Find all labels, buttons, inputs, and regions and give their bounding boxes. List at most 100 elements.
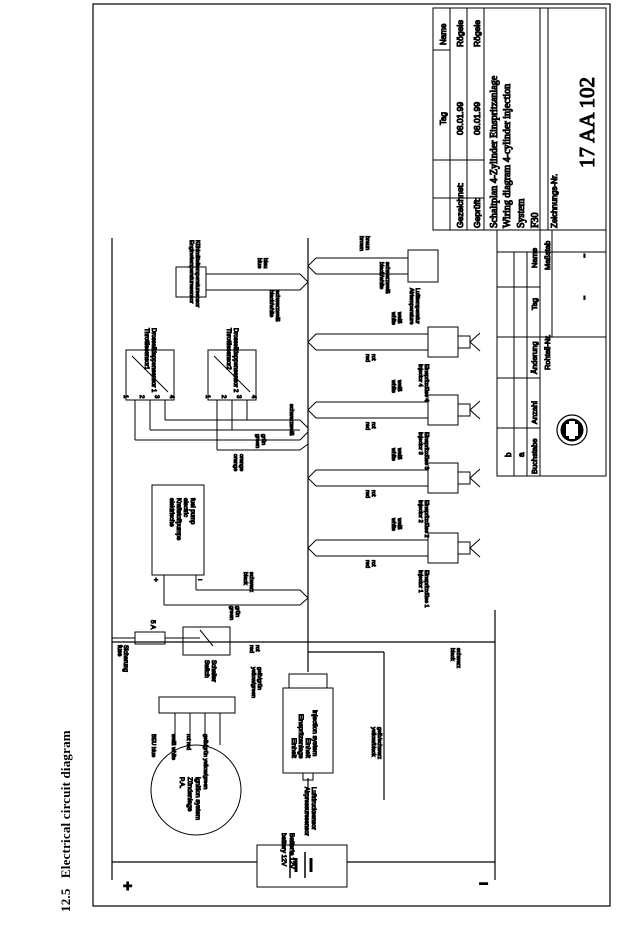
injector-2-wire-red-en: red	[364, 490, 370, 498]
pump-label-2: Kraftstoffpumpe	[175, 498, 181, 541]
injector-3-body	[427, 394, 459, 426]
injector-2-wire-red-de: rot	[370, 490, 376, 497]
ts2-label-de: Drosselklappensensor 2	[232, 328, 238, 393]
terminal-minus: −	[479, 876, 488, 893]
air-wire-bw-de: schwarzweiß	[384, 262, 390, 294]
injector-2-fork-b	[307, 477, 317, 487]
injector-1-wire-red-en: red	[364, 560, 370, 568]
injector-2-spray-a	[469, 468, 481, 479]
tb-col-name: Name	[439, 23, 448, 45]
pump-label-3: electric	[182, 498, 188, 517]
ecu-caption-de: Luftdrucksensor	[310, 787, 316, 830]
injector-1-wire-white-de: weiß	[396, 517, 402, 530]
tb-checked-name: Rögele	[472, 20, 482, 47]
rev-col-name: Name	[530, 248, 539, 268]
injector-3-wire-white-en: white	[390, 379, 396, 393]
pump-wire-black-de: schwarz	[248, 572, 254, 592]
injector-4-label-de: Einspritzdüse 4	[423, 364, 429, 402]
pump-wire-black-en: black	[242, 572, 248, 585]
injector-2-wire-white-de: weiß	[396, 447, 402, 460]
injector-4-spray-a	[469, 332, 481, 343]
switch-label-de: Schalter	[210, 660, 216, 682]
injector-3-wire-red-de: rot	[370, 422, 376, 429]
pump-label-4: fuel pump	[189, 498, 195, 525]
injector-3-nozzle	[457, 403, 471, 417]
air-wire-bw-en: black/white	[378, 262, 384, 289]
ts1-label-de: Drosselklappensensor 1	[150, 328, 156, 393]
injector-4-nozzle	[457, 335, 471, 349]
tb-system-label: System	[516, 198, 527, 228]
ts2-pin4: 4	[250, 395, 256, 399]
ts-wire-bw: schwarzweiß	[288, 404, 294, 436]
ecu-caption-en: Airpressuresensor	[303, 787, 309, 836]
rev-a: a	[517, 452, 526, 457]
tb-blank-no-value: -	[575, 295, 591, 300]
air-wire-brown-en: brown	[358, 236, 364, 251]
injector-2-body	[427, 462, 459, 494]
injector-3-label-de: Einspritzdüse 3	[423, 432, 429, 470]
injector-3-fork-b	[307, 409, 317, 419]
temp-label-de: Kühlmitteltemperatursensor	[194, 240, 200, 307]
injector-2-nozzle	[457, 471, 471, 485]
injector-4-wire-red-en: red	[364, 354, 370, 362]
pump-minus: −	[198, 577, 202, 584]
alt-terminal-yellowgreen: gelb/grün yellow/green	[202, 734, 208, 789]
rev-col-day: Tag	[530, 298, 539, 310]
injector-1-label-de: Einspritzdüse 1	[423, 570, 429, 608]
wire-black-rail-en: black	[449, 648, 455, 661]
throttle-sensor-2	[207, 349, 257, 450]
injector-1-spray-a	[469, 538, 481, 549]
wire-red-label-de: rot	[254, 645, 260, 652]
tb-checked-date: 08.01.99	[472, 102, 482, 135]
fuse-label-de: Sicherung	[122, 645, 128, 672]
injector-1-nozzle	[457, 541, 471, 555]
pump-wire-green-en: green	[228, 606, 234, 620]
rev-b: b	[504, 452, 513, 457]
ts2-label-en: Throttlesensor2	[225, 328, 231, 370]
switch-label-en: Switch	[203, 660, 209, 678]
tb-scale-label: Maßstab	[543, 241, 552, 270]
fuse-rating: 5 A	[149, 620, 156, 630]
switch	[182, 626, 231, 656]
injector-4-spray-b	[469, 341, 481, 352]
alt-terminal-blue: BEU blue	[150, 734, 156, 757]
tb-drawn-date: 08.01.99	[455, 102, 465, 135]
wire-yellowgreen-en: yellow/green	[250, 667, 256, 698]
injector-2-spray-b	[469, 477, 481, 488]
sheet-frame	[92, 3, 611, 907]
ts1-label-en: Throttlesensor1	[143, 328, 149, 370]
air-wire-brown-de: braun	[364, 236, 370, 250]
injector-4-fork-b	[307, 341, 317, 351]
temp-label-en: Enginetemperaturesensor	[188, 240, 194, 303]
tb-blank-no-label: Rohteil-Nr.	[543, 335, 552, 370]
pump-label-1: elektrische	[168, 498, 174, 527]
temp-wire-blue-en: blue	[256, 258, 262, 268]
alternator-label-3: ignition system	[194, 777, 201, 820]
ts2-pin2: 2	[220, 395, 226, 399]
wire-black-rail-de: schwarz	[455, 648, 461, 668]
terminal-plus: +	[123, 878, 132, 895]
injector-3-wire-white-de: weiß	[396, 379, 402, 392]
fuse	[112, 631, 200, 645]
injector-3-spray-b	[469, 409, 481, 420]
tb-title-de: Schaltplan 4-Zylinder Einspritzanlage	[489, 75, 500, 228]
ts-wire-orange-de: orange	[238, 454, 244, 471]
air-temp-sensor	[307, 249, 439, 283]
fuel-pump	[151, 484, 309, 606]
injector-4-body	[427, 326, 459, 358]
injector-1-spray-b	[469, 547, 481, 558]
air-label-de: Lufttemperatur	[414, 288, 420, 324]
throttle-sensor-wiring	[135, 419, 309, 451]
injector-1-body	[427, 532, 459, 564]
injector-1-wire-red-de: rot	[370, 560, 376, 567]
injector-3-spray-a	[469, 400, 481, 411]
wire-yellowblack-en: yellow/black	[370, 727, 376, 757]
revision-table: b a Buchstabe Anzahl Änderung Tag Name M…	[496, 229, 607, 477]
injector-4-wire-red-de: rot	[370, 354, 376, 361]
injector-2-label-de: Einspritzdüse 2	[423, 500, 429, 538]
pump-wire-green-de: grün	[234, 606, 240, 617]
alt-terminal-white: weiß white	[170, 733, 176, 760]
tb-title-en: Wiring diagram 4-cylinder injection	[502, 84, 513, 228]
